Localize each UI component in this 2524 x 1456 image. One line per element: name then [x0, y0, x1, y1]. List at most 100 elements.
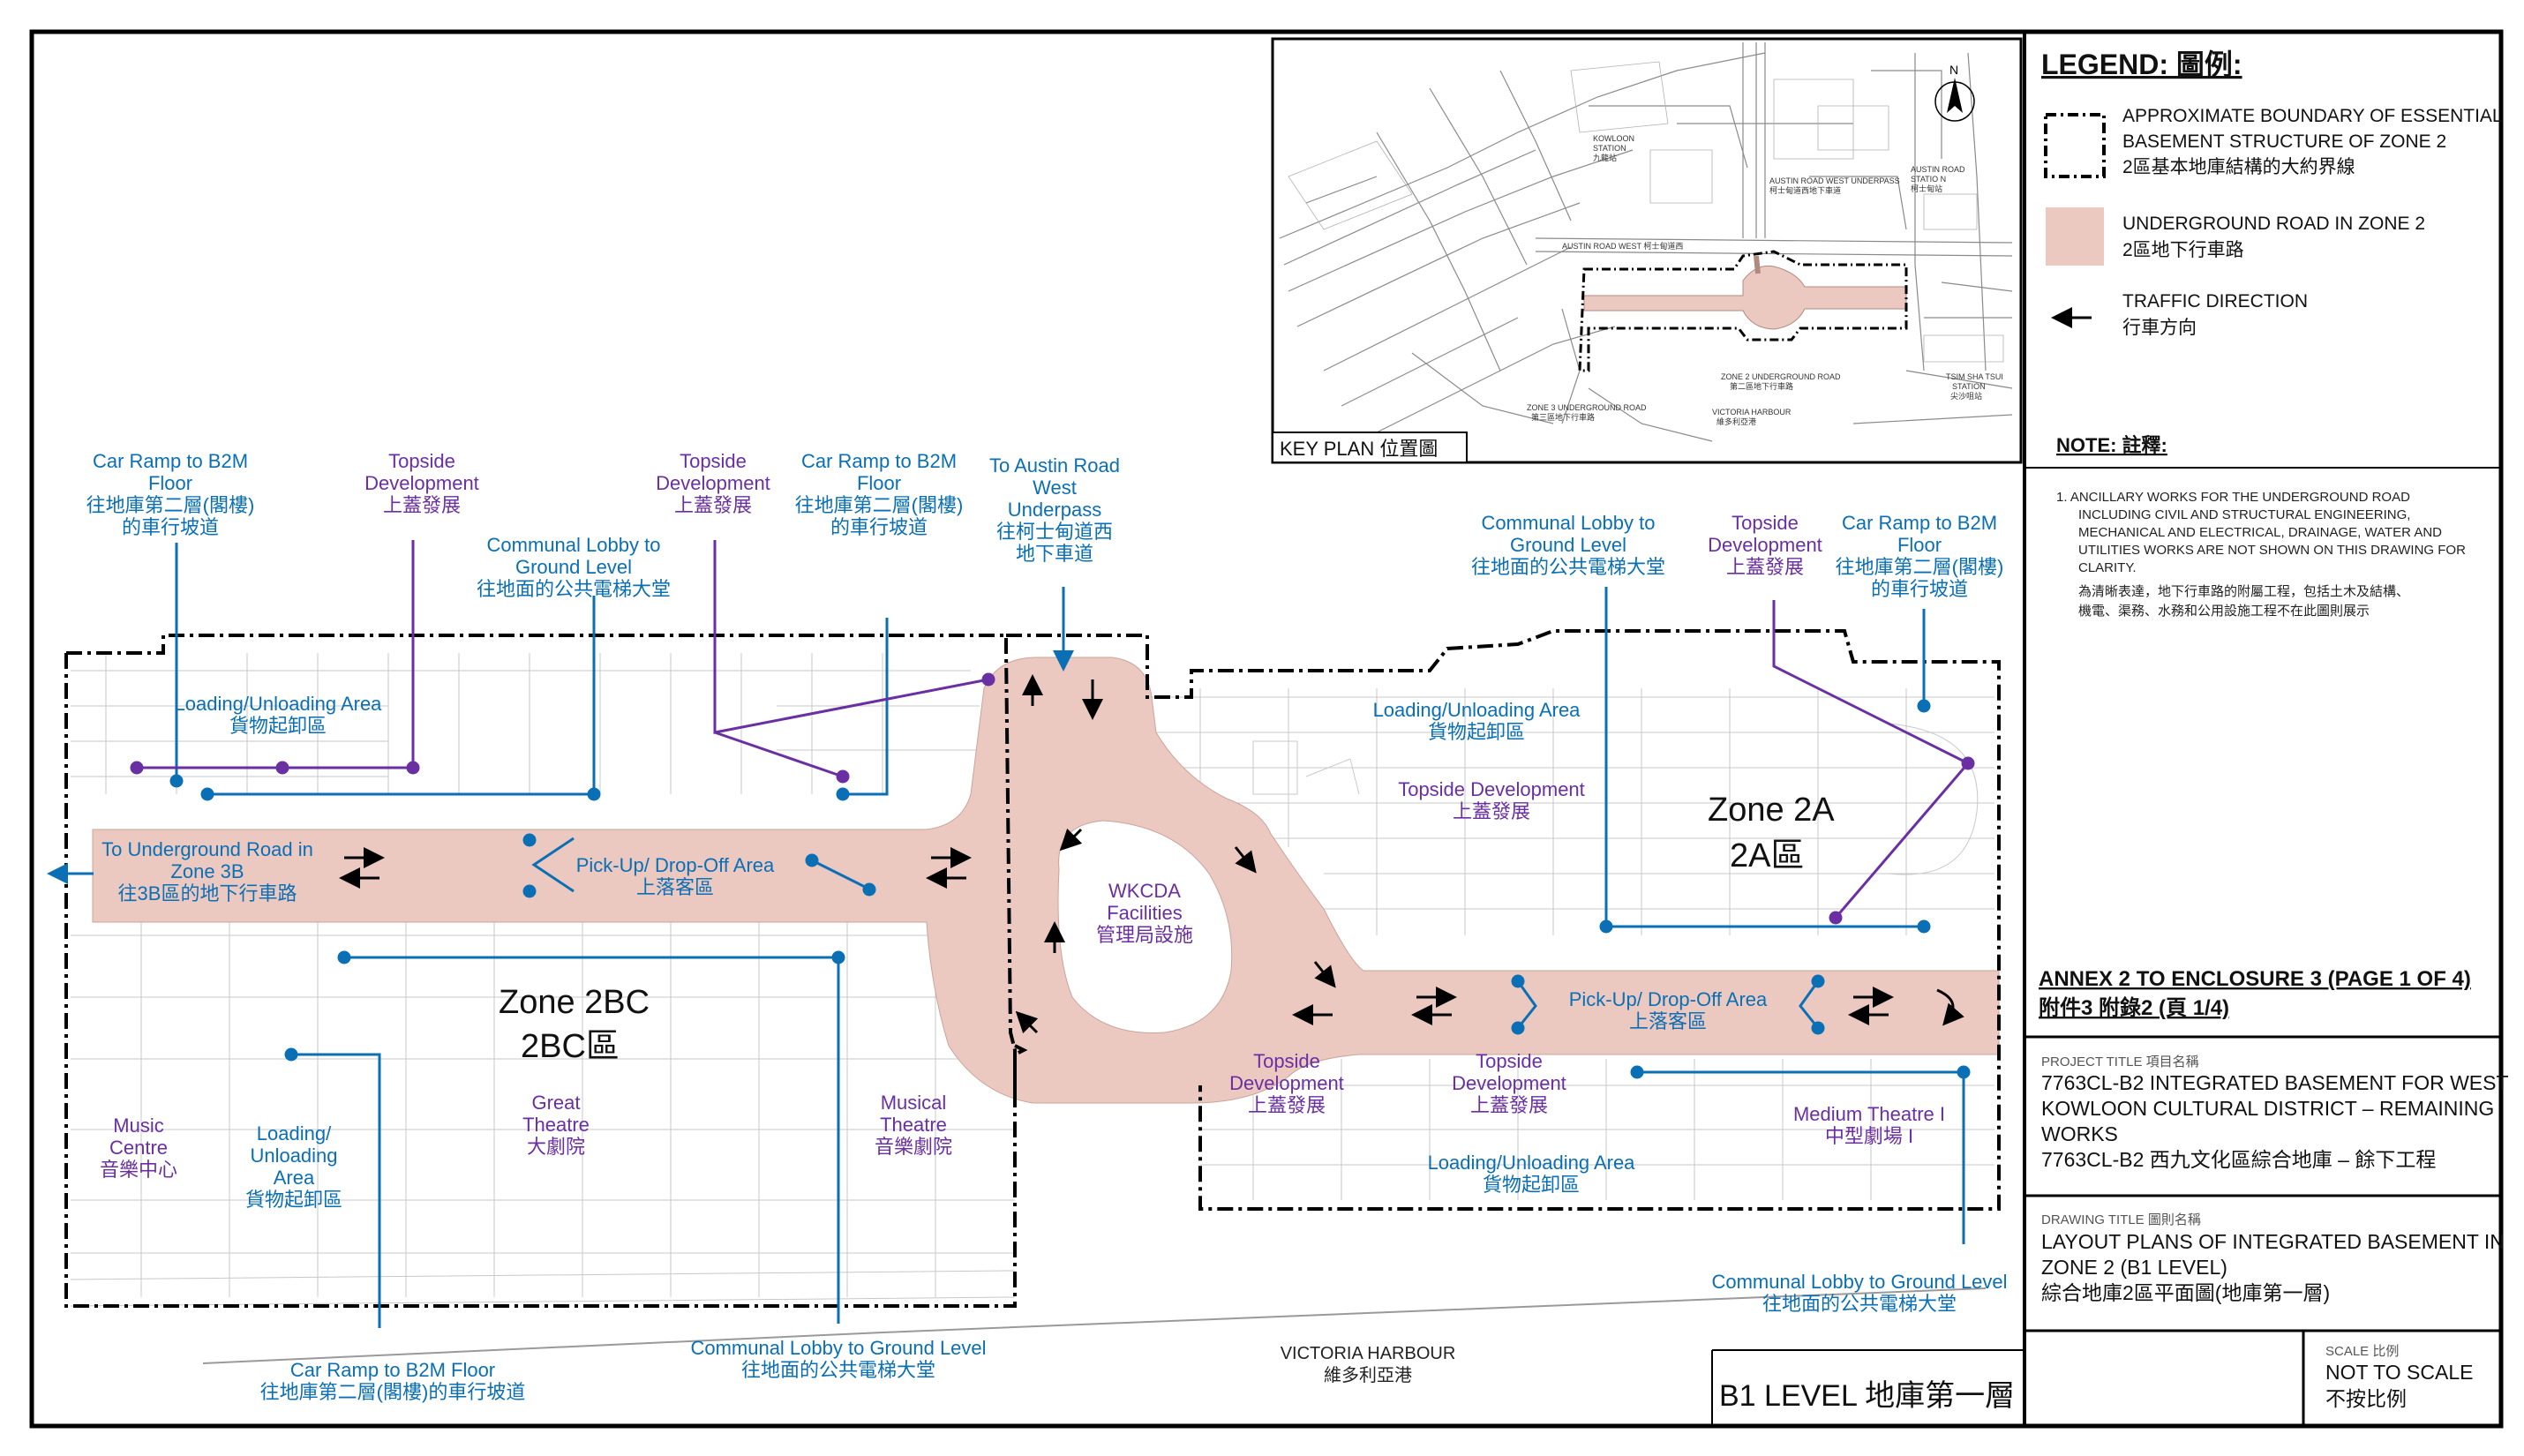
kp-austin-underpass: AUSTIN ROAD WEST UNDERPASS: [1769, 176, 1900, 185]
label-to-zone3b-l2: Zone 3B: [170, 860, 244, 882]
label-car-ramp-2: Car Ramp to B2M: [801, 450, 957, 472]
label-loading-3-l2: Unloading: [250, 1145, 337, 1167]
note-heading: NOTE: 註釋:: [2056, 434, 2167, 456]
legend-heading: LEGEND: 圖例:: [2041, 49, 2242, 80]
label-pickup-2-l2: 上落客區: [1629, 1010, 1707, 1032]
zone-2bc-label-zh: 2BC區: [521, 1028, 620, 1065]
label-topside-1: Topside: [388, 450, 455, 472]
label-medium-theatre-l2: 中型劇場 I: [1825, 1125, 1913, 1147]
label-loading-2-l2: 貨物起卸區: [1428, 721, 1525, 743]
label-topside-4: Topside Development: [1398, 778, 1585, 800]
label-wkcda-l3: 管理局設施: [1096, 924, 1193, 946]
label-wkcda: WKCDA: [1108, 880, 1181, 902]
note-line-3: MECHANICAL AND ELECTRICAL, DRAINAGE, WAT…: [2078, 525, 2442, 540]
label-communal-4: Communal Lobby to Ground Level: [690, 1337, 986, 1359]
label-loading-1-l2: 貨物起卸區: [229, 715, 327, 737]
kp-harbour: VICTORIA HARBOUR: [1712, 408, 1792, 417]
title-block: ANNEX 2 TO ENCLOSURE 3 (PAGE 1 OF 4) 附件3…: [2039, 967, 2509, 1410]
label-loading-4: Loading/Unloading Area: [1428, 1152, 1636, 1174]
label-loading-2: Loading/Unloading Area: [1373, 699, 1581, 721]
label-car-ramp-2-l3: 往地庫第二層(閣樓): [795, 494, 964, 516]
label-pickup-1: Pick-Up/ Drop-Off Area: [576, 854, 775, 876]
label-musical-theatre: Musical: [881, 1092, 947, 1114]
annex-title-zh: 附件3 附錄2 (頁 1/4): [2039, 995, 2229, 1020]
drawing-title-line-1: LAYOUT PLANS OF INTEGRATED BASEMENT IN: [2041, 1230, 2505, 1253]
note-line-zh-2: 機電、渠務、水務和公用設施工程不在此圖則展示: [2078, 604, 2370, 619]
project-title-line-2: KOWLOON CULTURAL DISTRICT – REMAINING: [2041, 1097, 2494, 1120]
b1-level-title: B1 LEVEL 地庫第一層: [1719, 1379, 2015, 1413]
label-wkcda-l2: Facilities: [1107, 902, 1183, 924]
label-music-centre: Music: [113, 1115, 163, 1137]
label-loading-3-l4: 貨物起卸區: [245, 1189, 342, 1211]
kp-zone2-road: ZONE 2 UNDERGROUND ROAD: [1721, 372, 1841, 381]
note: NOTE: 註釋: 1. ANCILLARY WORKS FOR THE UND…: [2056, 434, 2466, 619]
label-communal-1-l3: 往地面的公共電梯大堂: [477, 578, 671, 600]
drawing-title-label: DRAWING TITLE 圖則名稱: [2041, 1212, 2201, 1227]
label-loading-3-l3: Area: [274, 1167, 315, 1189]
label-loading-4-l2: 貨物起卸區: [1483, 1174, 1580, 1196]
label-to-zone3b: To Underground Road in: [101, 838, 313, 860]
label-car-ramp-4-l2: 往地庫第二層(閣樓)的車行坡道: [260, 1381, 526, 1403]
legend-boundary-en-2: BASEMENT STRUCTURE OF ZONE 2: [2122, 131, 2446, 152]
note-line-5: CLARITY.: [2078, 560, 2137, 575]
label-musical-theatre-l2: Theatre: [880, 1114, 947, 1136]
kp-kowloon-station-2: STATION: [1593, 144, 1626, 153]
label-communal-2: Communal Lobby to: [1482, 512, 1656, 534]
kp-austin-station-3: 柯士甸站: [1911, 184, 1942, 193]
note-line-zh-1: 為清晰表達，地下行車路的附屬工程，包括土木及結構、: [2078, 584, 2409, 599]
label-topside-6-l2: Development: [1452, 1072, 1566, 1094]
zone-2bc-label: Zone 2BC: [499, 984, 650, 1021]
label-car-ramp-1-l3: 往地庫第二層(閣樓): [86, 494, 255, 516]
svg-text:N: N: [1949, 63, 1958, 77]
note-line-1: 1. ANCILLARY WORKS FOR THE UNDERGROUND R…: [2056, 490, 2410, 505]
label-car-ramp-3-l4: 的車行坡道: [1871, 578, 1968, 600]
scale-value-zh: 不按比例: [2325, 1387, 2407, 1410]
label-great-theatre-l2: Theatre: [522, 1114, 590, 1136]
basement-plan: Zone 2BC 2BC區 Zone 2A 2A區 Car Ramp to B2…: [47, 450, 2024, 1426]
legend: LEGEND: 圖例: APPROXIMATE BOUNDARY OF ESSE…: [2041, 49, 2503, 338]
kp-austin-road-west: AUSTIN ROAD WEST 柯士甸道西: [1562, 241, 1683, 251]
label-austin-underpass: To Austin Road: [989, 454, 1120, 477]
annex-title: ANNEX 2 TO ENCLOSURE 3 (PAGE 1 OF 4): [2039, 967, 2471, 991]
label-topside-5-l3: 上蓋發展: [1248, 1094, 1326, 1116]
kp-kowloon-station: KOWLOON: [1593, 134, 1634, 143]
zone-2a-boundary: [1006, 629, 2001, 1211]
label-music-centre-l3: 音樂中心: [100, 1159, 177, 1181]
key-plan: N KOWLOON STATION 九龍站 AUSTIN ROAD STATIO…: [1271, 37, 2023, 464]
label-car-ramp-1-l2: Floor: [148, 472, 192, 494]
label-car-ramp-2-l2: Floor: [857, 472, 901, 494]
label-car-ramp-3-l2: Floor: [1897, 534, 1942, 556]
label-topside-4-l2: 上蓋發展: [1453, 800, 1530, 822]
sheet-border: [29, 29, 2504, 1429]
drawing-title-line-2: ZONE 2 (B1 LEVEL): [2041, 1256, 2227, 1279]
label-medium-theatre: Medium Theatre I: [1793, 1103, 1945, 1125]
scale-label: SCALE 比例: [2325, 1344, 2399, 1359]
label-loading-1: Loading/Unloading Area: [175, 693, 383, 715]
kp-zone3-road-2: 第三區地下行車路: [1531, 412, 1595, 422]
label-great-theatre: Great: [531, 1092, 580, 1114]
legend-boundary-swatch: [2044, 113, 2106, 178]
label-topside-6-l3: 上蓋發展: [1470, 1094, 1548, 1116]
label-car-ramp-2-l4: 的車行坡道: [830, 516, 928, 538]
zone-2a-label-zh: 2A區: [1730, 837, 1804, 874]
label-topside-2: Topside: [680, 450, 747, 472]
note-line-4: UTILITIES WORKS ARE NOT SHOWN ON THIS DR…: [2078, 543, 2466, 558]
label-communal-3-l2: 往地面的公共電梯大堂: [1762, 1293, 1957, 1315]
legend-traffic-zh: 行車方向: [2122, 318, 2197, 338]
kp-tst-station-2: STATION: [1952, 382, 1986, 391]
zone-2a-label: Zone 2A: [1708, 792, 1835, 829]
key-plan-title: KEY PLAN 位置圖: [1280, 438, 1438, 460]
kp-kowloon-station-3: 九龍站: [1593, 153, 1617, 162]
label-pickup-1-l2: 上落客區: [636, 876, 714, 898]
kp-zone2-road-2: 第二區地下行車路: [1730, 381, 1793, 391]
label-pickup-2: Pick-Up/ Drop-Off Area: [1569, 988, 1768, 1010]
label-car-ramp-3-l3: 往地庫第二層(閣樓): [1836, 556, 2004, 578]
kp-zone3-road: ZONE 3 UNDERGROUND ROAD: [1527, 403, 1647, 412]
label-topside-2-l3: 上蓋發展: [674, 494, 752, 516]
legend-boundary-en: APPROXIMATE BOUNDARY OF ESSENTIAL: [2122, 106, 2503, 126]
label-communal-3: Communal Lobby to Ground Level: [1711, 1271, 2007, 1293]
label-victoria-harbour: VICTORIA HARBOUR: [1281, 1344, 1456, 1363]
label-communal-1-l2: Ground Level: [515, 556, 632, 578]
kp-tst-station-3: 尖沙咀站: [1950, 391, 1982, 401]
label-austin-underpass-l4: 往柯士甸道西: [996, 521, 1113, 543]
